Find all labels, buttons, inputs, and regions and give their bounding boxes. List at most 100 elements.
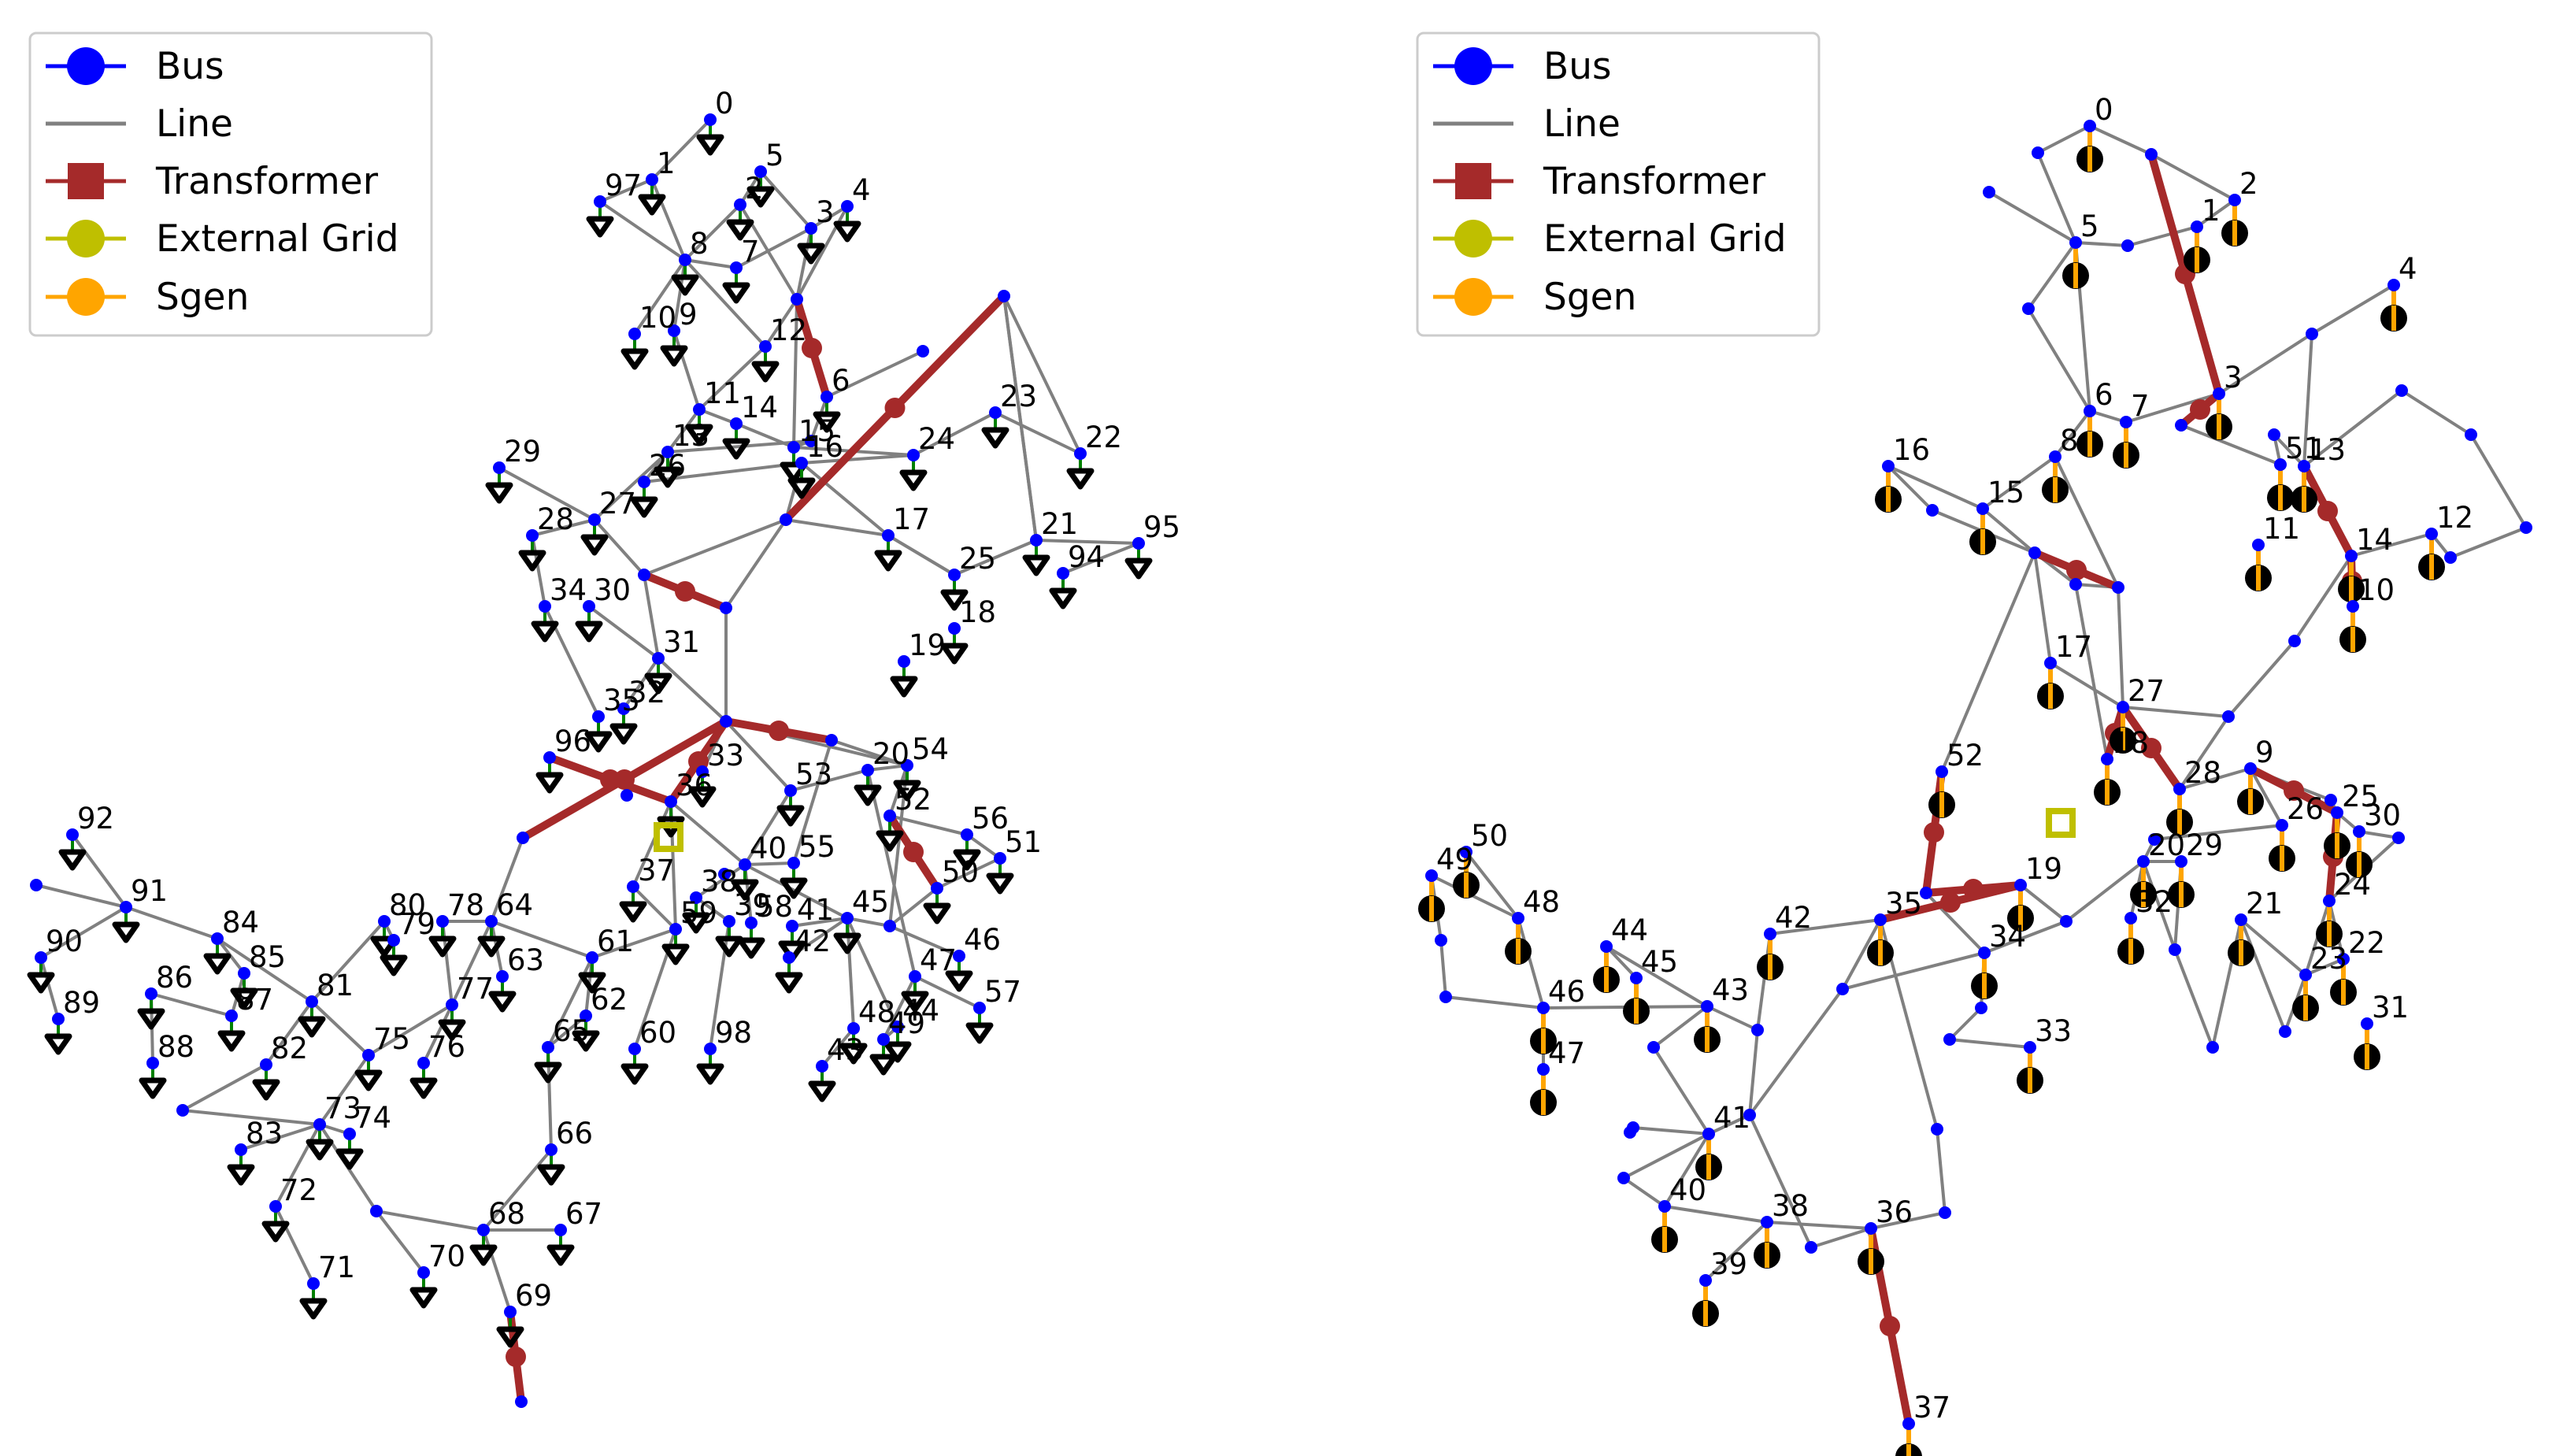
bus-label: 92 [77, 802, 114, 835]
line-segment [1704, 1221, 1769, 1282]
bus-label: 10 [2358, 573, 2395, 607]
bus-node [2337, 953, 2350, 965]
bus-label: 1 [657, 146, 676, 180]
bus-node [2191, 220, 2203, 233]
bus-label: 24 [2334, 868, 2371, 902]
external-grid-icon [2046, 808, 2076, 838]
line-segment [2019, 884, 2068, 923]
line-segment [2400, 389, 2473, 436]
bus-label: 49 [1436, 843, 1473, 876]
bus-node [718, 868, 731, 880]
bus-node [1836, 983, 1849, 995]
bus-label: 7 [741, 235, 760, 269]
line-segment [2065, 860, 2145, 923]
bus-label: 18 [2112, 726, 2149, 760]
bus-node [841, 200, 854, 213]
line-segment [2054, 456, 2120, 588]
legend-entry-line: Line [1433, 102, 1621, 146]
bus-marker-icon [67, 47, 105, 85]
sgen-symbol-icon [1754, 1222, 1780, 1269]
line-segment [310, 1000, 370, 1057]
bus-label: 85 [249, 940, 286, 974]
line-segment [1622, 1176, 1666, 1208]
bus-node [2425, 528, 2438, 540]
bus-node [917, 345, 929, 358]
bus-node [66, 828, 79, 841]
bus-label: 43 [1712, 973, 1749, 1007]
bus-node [1761, 1216, 1773, 1228]
right-legend: Bus Line Transformer External Grid Sgen [1416, 31, 1821, 337]
line-segment [546, 1014, 587, 1049]
bus-label: 37 [638, 854, 675, 887]
sgen-symbol-icon [2166, 789, 2193, 835]
bus-node [2347, 600, 2359, 613]
line-segment [240, 1123, 320, 1151]
line-segment [310, 920, 386, 1003]
bus-node [1882, 460, 1895, 472]
bus-label: 76 [428, 1030, 465, 1064]
bus-node [387, 934, 400, 947]
bus-node [2175, 419, 2187, 432]
bus-node [176, 1104, 189, 1117]
bus-node [417, 1057, 430, 1069]
bus-node [696, 765, 709, 778]
line-segment [809, 205, 849, 230]
line-segment [831, 739, 908, 767]
bus-label: 25 [959, 542, 996, 576]
line-segment [1663, 1132, 1710, 1208]
line-segment [2305, 958, 2344, 976]
bus-node [1702, 1128, 1715, 1140]
bus-label: 0 [715, 87, 734, 120]
bus-label: 71 [318, 1250, 355, 1284]
transformer-node-icon [1924, 822, 1944, 843]
bus-node [787, 857, 800, 869]
line-segment [1035, 539, 1139, 545]
bus-label: 8 [690, 227, 709, 261]
line-segment [882, 976, 917, 1040]
transformer-node-icon [2284, 780, 2304, 801]
bus-label: 60 [639, 1016, 676, 1050]
bus-node [1630, 972, 1643, 984]
bus-label: 41 [1713, 1101, 1750, 1135]
bus-node [588, 513, 601, 526]
bus-node [1939, 1206, 1951, 1219]
bus-label: 30 [594, 573, 631, 607]
line-segment [698, 408, 737, 425]
bus-node [898, 655, 910, 668]
bus-node [269, 1200, 282, 1213]
bus-label: 44 [902, 994, 939, 1028]
line-segment [683, 258, 767, 348]
line-segment [1002, 295, 1038, 541]
bus-node [953, 950, 965, 962]
bus-node [2395, 384, 2408, 397]
bus-label: 15 [1987, 476, 2024, 509]
line-segment [422, 1004, 454, 1064]
legend-label-external-grid: External Grid [156, 217, 399, 261]
legend-entry-sgen: Sgen [46, 276, 249, 319]
bus-label: 49 [888, 1006, 925, 1040]
line-segment [1623, 1132, 1710, 1180]
line-segment [1445, 995, 1544, 1010]
bus-label: 13 [2309, 433, 2346, 467]
line-segment [593, 518, 646, 576]
legend-entry-bus: Bus [46, 45, 224, 88]
line-segment [622, 657, 660, 710]
bus-label: 77 [457, 972, 494, 1006]
sgen-symbol-icon [1623, 978, 1650, 1024]
bus-node [948, 569, 961, 581]
bus-node [1512, 912, 1524, 924]
line-segment [593, 450, 669, 521]
bus-label: 17 [893, 502, 930, 536]
line-segment [150, 992, 232, 1017]
line-segment [450, 921, 493, 1006]
bus-label: 74 [354, 1101, 391, 1135]
bus-label: 44 [1611, 913, 1648, 947]
bus-node [211, 932, 224, 945]
bus-node [2175, 855, 2187, 868]
line-segment [684, 258, 737, 269]
line-segment [672, 259, 687, 332]
line-segment [1652, 1046, 1710, 1136]
bus-node [948, 622, 961, 635]
bus-node [235, 1143, 247, 1156]
line-segment [2178, 715, 2230, 791]
